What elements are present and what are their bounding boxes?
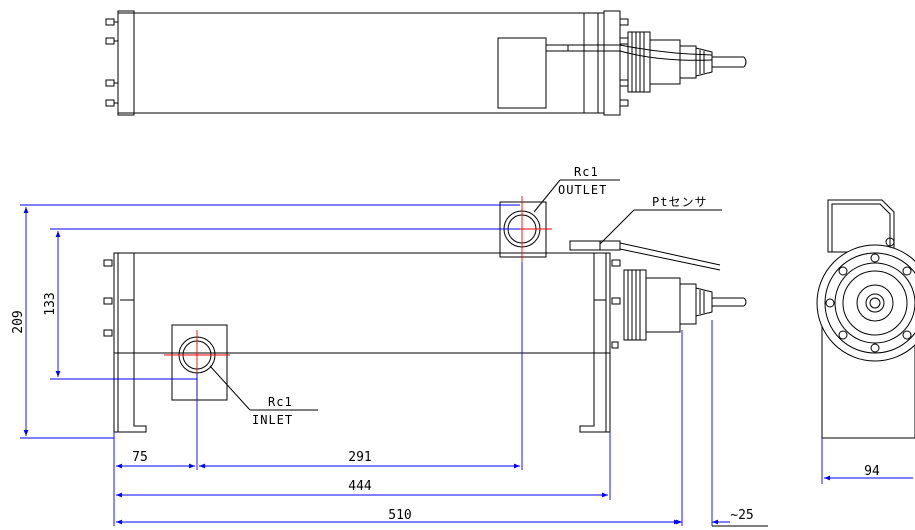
- front-view-tube: [113, 252, 611, 354]
- front-view-leg-left: [113, 253, 147, 433]
- side-view: [816, 199, 915, 439]
- dim-side-width: 94: [864, 464, 880, 479]
- dim-height-ports: 133: [43, 292, 58, 315]
- dim-total-length: 510: [388, 508, 411, 523]
- drawing-labels: Rc1 OUTLET Ptセンサ Rc1 INLET 75 291 444 51…: [11, 165, 880, 523]
- top-view-port-block: [497, 37, 547, 109]
- side-view-bolt-ring: [825, 253, 912, 353]
- inlet-size-label: Rc1: [268, 395, 293, 409]
- front-view-leg-right: [579, 253, 611, 433]
- inlet-name-label: INLET: [252, 413, 293, 427]
- top-view-bolts-left: [105, 18, 118, 107]
- dim-inlet-offset: 75: [132, 450, 148, 465]
- sensor-label: Ptセンサ: [652, 195, 707, 209]
- top-view: [105, 10, 747, 116]
- top-view-connector: [619, 31, 747, 93]
- outlet-size-label: Rc1: [574, 165, 599, 179]
- dim-port-spacing: 291: [348, 450, 371, 465]
- dim-cable-gland: ~25: [730, 508, 753, 523]
- top-view-bolts-right: [619, 18, 629, 107]
- outlet-name-label: OUTLET: [558, 183, 607, 197]
- top-view-body: [117, 12, 605, 114]
- front-view-bolts: [103, 259, 621, 349]
- dim-body-length: 444: [348, 479, 372, 494]
- front-view: [103, 196, 747, 433]
- front-view-connector: [623, 269, 747, 341]
- dim-height-overall: 209: [11, 310, 26, 333]
- dimension-lines: [20, 179, 913, 527]
- pt-sensor: [569, 240, 721, 271]
